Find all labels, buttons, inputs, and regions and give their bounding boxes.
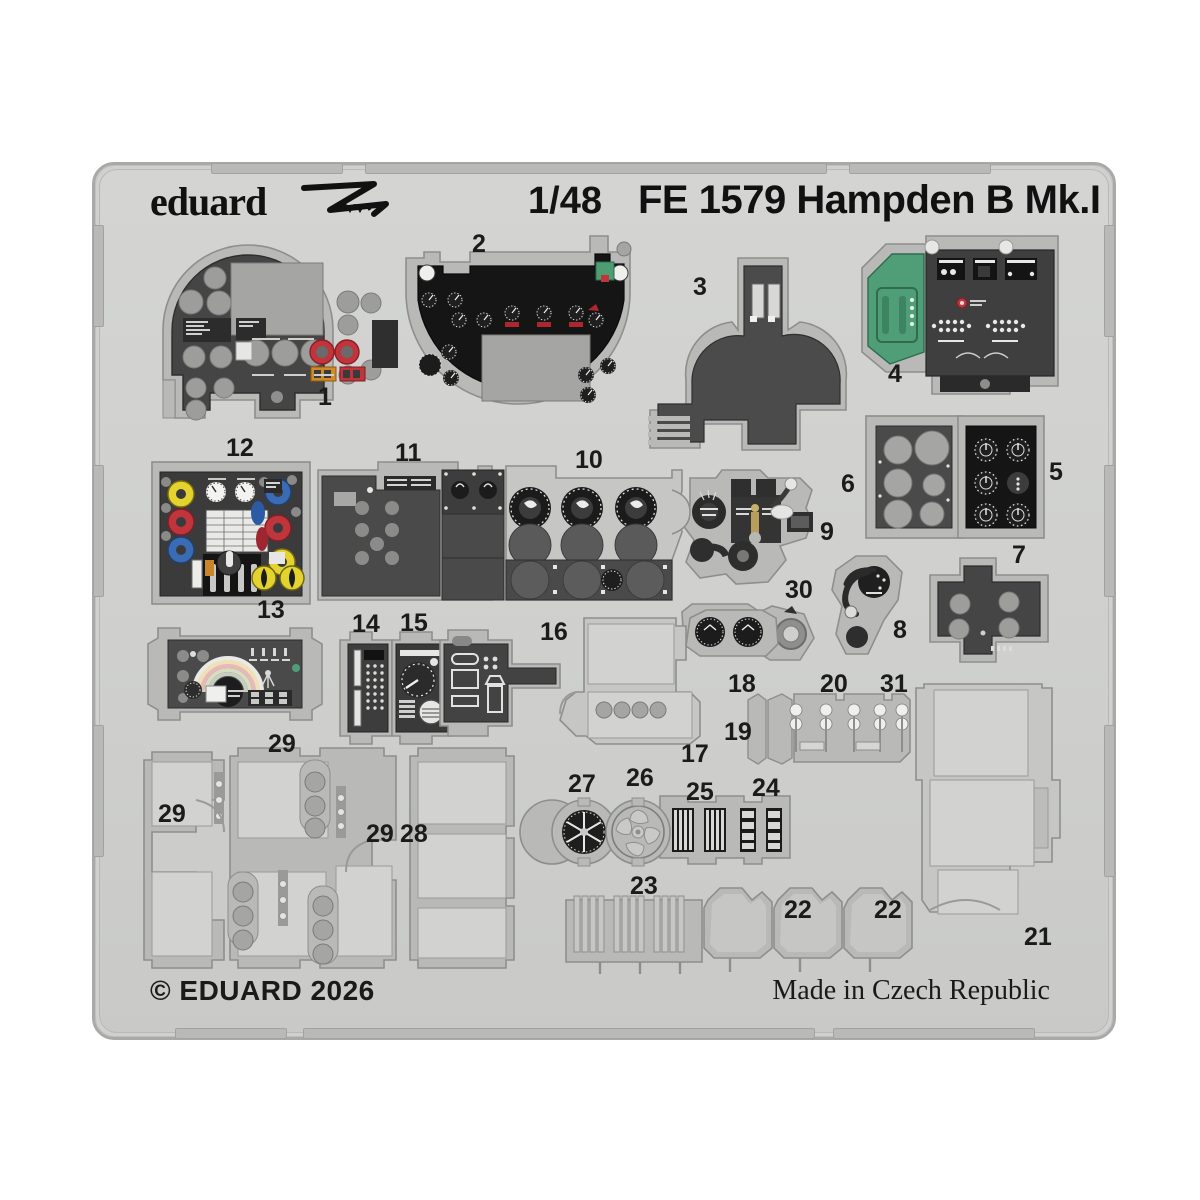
frame-tab [1104, 225, 1115, 337]
part-number-13: 13 [257, 596, 285, 624]
part-number-10: 10 [575, 446, 603, 474]
part-number-18: 18 [728, 670, 756, 698]
part-number-22a: 22 [784, 896, 812, 924]
frame-tab [303, 1028, 815, 1039]
part-16-throttle-quadrant [439, 629, 561, 737]
part-23-comb-ribs [565, 895, 703, 974]
part-9-equipment-cluster [681, 469, 813, 585]
part-12-electrical-panel-colored [151, 461, 311, 605]
origin-label: Made in Czech Republic [772, 975, 1050, 1006]
part-number-22b: 22 [874, 896, 902, 924]
part-3-cockpit-bulkhead [648, 257, 848, 451]
part-number-21: 21 [1024, 923, 1052, 951]
frame-tab [833, 1028, 1035, 1039]
part-number-11: 11 [395, 439, 422, 467]
part-number-5: 5 [1049, 458, 1063, 486]
part-number-3: 3 [693, 273, 707, 301]
copyright-label: © EDUARD 2026 [150, 975, 375, 1006]
part-7-cross-shaped-panel [929, 557, 1049, 663]
frame-tab [93, 465, 104, 597]
part-number-20: 20 [820, 670, 848, 698]
part-1-main-instrument-panel [162, 244, 398, 421]
part-number-19: 19 [724, 718, 752, 746]
part-number-17: 17 [681, 740, 709, 768]
part-number-7: 7 [1012, 541, 1026, 569]
part-19-20-31-seatbelt-straps [747, 693, 911, 765]
frame-tab [849, 163, 991, 174]
part-number-14: 14 [352, 610, 380, 638]
part-number-30: 30 [785, 576, 813, 604]
part-13-radio-rainbow-panel [147, 627, 323, 721]
part-number-29a: 29 [268, 730, 296, 758]
part-5-instrument-dial-faces [957, 415, 1045, 539]
part-26-27-wheels [519, 797, 671, 867]
part-number-2: 2 [472, 230, 486, 258]
frame-tab [365, 163, 827, 174]
zoom-logo-icon [300, 180, 400, 222]
eduard-brand-logo: eduard [150, 179, 267, 224]
part-2-dial-instrument-panel [405, 235, 632, 405]
part-number-29b: 29 [158, 800, 186, 828]
part-number-12: 12 [226, 434, 254, 462]
frame-tab [93, 725, 104, 857]
part-number-9: 9 [820, 518, 834, 546]
frame-tab [93, 225, 104, 327]
part-number-24: 24 [752, 774, 780, 802]
frame-tab [1104, 725, 1115, 877]
part-number-29c: 29 [366, 820, 394, 848]
part-11-side-console [317, 461, 505, 601]
part-14-fuse-strip-panel [339, 631, 393, 745]
part-24-25-connector-blocks [659, 795, 791, 865]
part-4-radio-equipment-panel [861, 235, 1059, 395]
part-number-15: 15 [400, 609, 428, 637]
frame-tab [211, 163, 343, 174]
part-10-engine-gauge-console [505, 465, 691, 601]
part-number-28: 28 [400, 820, 428, 848]
part-number-27: 27 [568, 770, 596, 798]
part-18-small-dial-pair [685, 609, 779, 657]
part-number-23: 23 [630, 872, 658, 900]
part-22-seat-side-panels [703, 887, 913, 972]
part-8-control-linkage [831, 555, 903, 655]
part-number-25: 25 [686, 778, 714, 806]
part-number-8: 8 [893, 616, 907, 644]
scale-label: 1/48 [528, 180, 602, 222]
part-number-26: 26 [626, 764, 654, 792]
part-6-instrument-bezel-plate [865, 415, 963, 539]
part-number-6: 6 [841, 470, 855, 498]
part-number-1: 1 [318, 383, 332, 411]
part-number-31: 31 [880, 670, 908, 698]
part-17-seat-back-bracket [559, 617, 701, 745]
part-28-29-rudder-pedal-assembly [143, 747, 515, 969]
part-number-4: 4 [888, 360, 902, 388]
frame-tab [1104, 465, 1115, 597]
kit-title: FE 1579 Hampden B Mk.I [638, 178, 1101, 222]
part-number-16: 16 [540, 618, 568, 646]
part-21-seat-pan [915, 683, 1061, 915]
frame-tab [175, 1028, 287, 1039]
